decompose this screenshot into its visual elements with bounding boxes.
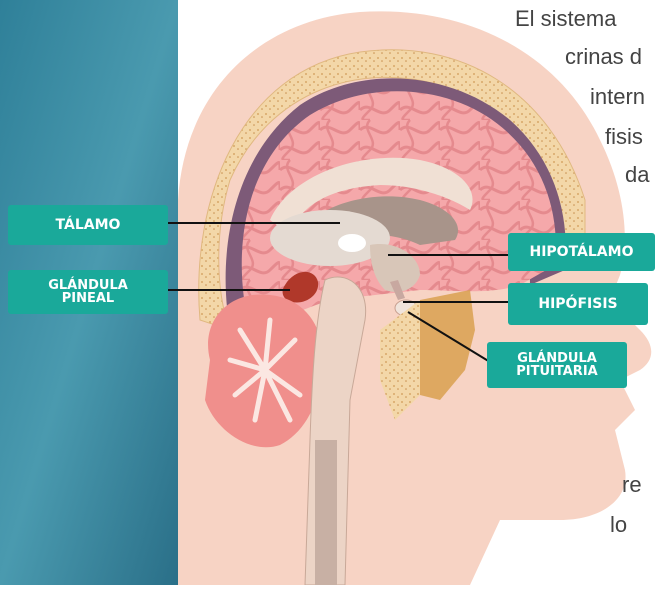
text-fragment: crinas d <box>565 44 642 70</box>
text-fragment: intern <box>590 84 645 110</box>
label-glandula-pineal: GLÁNDULA PINEAL <box>8 270 168 314</box>
thalamus-center <box>338 234 366 252</box>
label-hipotalamo: HIPOTÁLAMO <box>508 233 655 271</box>
text-fragment: re <box>622 472 642 498</box>
text-fragment: fisis <box>605 124 643 150</box>
label-talamo: TÁLAMO <box>8 205 168 245</box>
text-fragment: El sistema <box>515 6 616 32</box>
spinal-canal <box>315 440 337 585</box>
text-fragment: lo <box>610 512 627 538</box>
label-hipofisis: HIPÓFISIS <box>508 283 648 325</box>
text-fragment: da <box>625 162 649 188</box>
label-glandula-pituitaria: GLÁNDULA PITUITARIA <box>487 342 627 388</box>
